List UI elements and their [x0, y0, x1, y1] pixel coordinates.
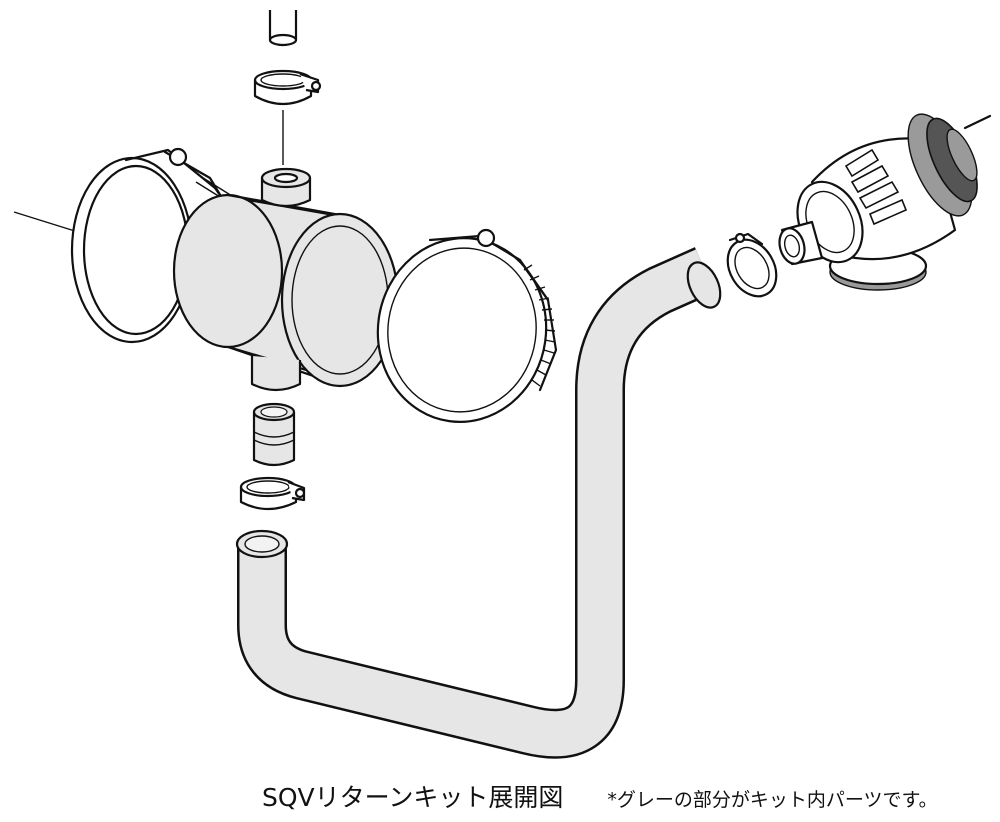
hose-clamp-top [253, 69, 322, 106]
left-guide-line [13, 211, 79, 233]
hose-end-upper [686, 261, 722, 309]
diagram-title: SQVリターンキット展開図 [262, 783, 564, 812]
return-hose [235, 247, 722, 759]
hose-clamp-bottom [239, 476, 306, 511]
band-clamp-left [70, 147, 234, 344]
band-clamp-right [376, 228, 558, 423]
hose-clamp-valve [726, 232, 778, 298]
top-pipe [268, 10, 298, 165]
blow-off-valve [778, 113, 992, 291]
kit-parts-note: *グレーの部分がキット内パーツです。 [607, 789, 938, 811]
return-adapter-pipe [172, 167, 400, 392]
caption: SQVリターンキット展開図 *グレーの部分がキット内パーツです。 [262, 778, 938, 818]
connector-sleeve [252, 402, 296, 467]
